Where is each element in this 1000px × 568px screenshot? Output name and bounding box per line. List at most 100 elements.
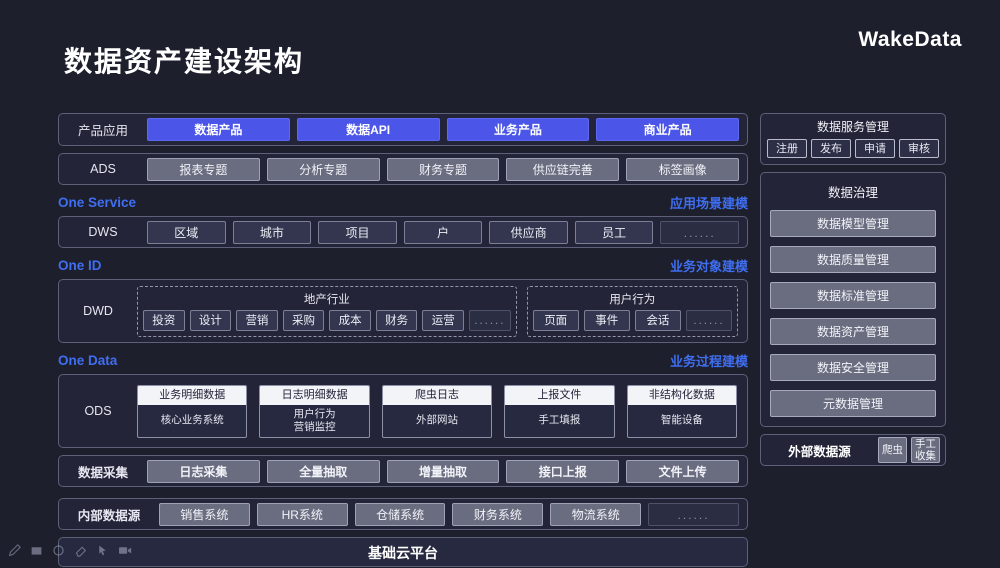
- cell-household[interactable]: 户: [403, 220, 483, 244]
- cell-data-api[interactable]: 数据API: [296, 118, 440, 141]
- pen-icon[interactable]: [8, 544, 21, 557]
- gov-item-data-model-management[interactable]: 数据模型管理: [770, 210, 936, 237]
- row-ods: ODS 业务明细数据 核心业务系统 日志明细数据 用户行为营销监控 爬虫日志 外…: [58, 374, 748, 448]
- row-ads: ADS 报表专题 分析专题 财务专题 供应链完善 标签画像: [58, 153, 748, 185]
- panel-data-service-management: 数据服务管理 注册 发布 申请 审核: [760, 113, 946, 165]
- section-right-label-object-modeling: 业务对象建模: [669, 259, 748, 274]
- cell-marketing[interactable]: 营销: [236, 309, 278, 331]
- row-product-application: 产品应用 数据产品 数据API 业务产品 商业产品: [58, 113, 748, 146]
- row-label-dws: DWS: [88, 225, 118, 239]
- cell-data-product[interactable]: 数据产品: [147, 118, 290, 141]
- section-one-id: One ID 业务对象建模: [58, 255, 748, 276]
- ads-cells: 报表专题 分析专题 财务专题 供应链完善 标签画像: [147, 152, 747, 187]
- row-label-dwd: DWD: [83, 304, 113, 318]
- cell-sales-system[interactable]: 销售系统: [159, 502, 250, 526]
- cell-dws-more[interactable]: ......: [660, 220, 740, 244]
- row-label-ads: ADS: [90, 162, 116, 176]
- dwd-group-user-behavior: 用户行为 页面 事件 会话 ......: [526, 285, 738, 337]
- cell-supply-chain-topic[interactable]: 供应链完善: [506, 157, 620, 181]
- row-dws: DWS 区域 城市 项目 户 供应商 员工 ......: [58, 216, 748, 248]
- section-right-label-scenario-modeling: 应用场景建模: [669, 196, 748, 211]
- brand-logo: WakeData: [858, 28, 962, 51]
- gov-item-data-quality-management[interactable]: 数据质量管理: [770, 246, 936, 273]
- panel-data-governance: 数据治理 数据模型管理 数据质量管理 数据标准管理 数据资产管理 数据安全管理 …: [760, 172, 946, 427]
- cell-hr-system[interactable]: HR系统: [256, 502, 348, 526]
- cell-warehouse-system[interactable]: 仓储系统: [354, 502, 446, 526]
- row-label-internal-data-sources: 内部数据源: [77, 508, 141, 523]
- panel-external-data-sources: 外部数据源 爬虫 手工收集: [760, 434, 946, 466]
- cell-register[interactable]: 注册: [767, 139, 807, 158]
- cell-finance-topic[interactable]: 财务专题: [386, 157, 500, 181]
- cell-log-collection[interactable]: 日志采集: [147, 459, 260, 483]
- ods-cards: 业务明细数据 核心业务系统 日志明细数据 用户行为营销监控 爬虫日志 外部网站 …: [137, 379, 747, 444]
- panel-title-data-governance: 数据治理: [827, 186, 878, 200]
- cell-investment[interactable]: 投资: [143, 309, 185, 331]
- cell-employee[interactable]: 员工: [574, 220, 654, 244]
- ods-card-body-business-detail: 核心业务系统: [160, 414, 224, 426]
- gov-item-metadata-management[interactable]: 元数据管理: [770, 390, 936, 417]
- cell-tag-profile[interactable]: 标签画像: [626, 157, 739, 181]
- ods-card-body-log-detail: 用户行为营销监控: [293, 407, 336, 433]
- cell-finance-system[interactable]: 财务系统: [452, 502, 544, 526]
- cell-operation[interactable]: 运营: [422, 309, 465, 331]
- rectangle-icon[interactable]: [30, 544, 43, 557]
- cell-user-behavior-more[interactable]: ......: [685, 309, 733, 331]
- cell-procurement[interactable]: 采购: [282, 309, 325, 331]
- ods-card-business-detail[interactable]: 业务明细数据 核心业务系统: [137, 384, 248, 438]
- camera-icon[interactable]: [118, 544, 133, 557]
- cell-audit[interactable]: 审核: [899, 139, 939, 158]
- external-data-source-cells: 爬虫 手工收集: [878, 437, 940, 463]
- row-data-collection: 数据采集 日志采集 全量抽取 增量抽取 接口上报 文件上传: [58, 455, 748, 487]
- row-label-ods: ODS: [84, 404, 112, 418]
- product-application-cells: 数据产品 数据API 业务产品 商业产品: [147, 112, 747, 147]
- cell-analysis-topic[interactable]: 分析专题: [266, 157, 380, 181]
- dwd-group-title-user-behavior: 用户行为: [609, 293, 656, 306]
- internal-data-source-cells: 销售系统 HR系统 仓储系统 财务系统 物流系统 ......: [159, 497, 747, 532]
- gov-item-data-security-management[interactable]: 数据安全管理: [770, 354, 936, 381]
- gov-item-data-asset-management[interactable]: 数据资产管理: [770, 318, 936, 345]
- cell-manual-collection[interactable]: 手工收集: [911, 437, 940, 463]
- gov-item-data-standard-management[interactable]: 数据标准管理: [770, 282, 936, 309]
- cell-project[interactable]: 项目: [318, 220, 397, 244]
- cell-city[interactable]: 城市: [232, 220, 312, 244]
- cell-page[interactable]: 页面: [532, 309, 579, 331]
- section-label-one-data: One Data: [58, 353, 118, 368]
- ellipse-icon[interactable]: [52, 544, 65, 557]
- cell-finance[interactable]: 财务: [375, 309, 418, 331]
- cell-design[interactable]: 设计: [189, 309, 232, 331]
- cell-supplier[interactable]: 供应商: [489, 220, 568, 244]
- annotation-toolbar[interactable]: [8, 544, 133, 557]
- dwd-group-cells-real-estate: 投资 设计 营销 采购 成本 财务 运营 ......: [143, 309, 511, 331]
- cell-crawler[interactable]: 爬虫: [878, 437, 907, 463]
- ods-card-head-unstructured-data: 非结构化数据: [627, 385, 737, 405]
- cell-file-upload[interactable]: 文件上传: [626, 459, 739, 483]
- dwd-group-real-estate: 地产行业 投资 设计 营销 采购 成本 财务 运营 ......: [137, 285, 517, 337]
- cell-region[interactable]: 区域: [147, 220, 226, 244]
- cell-interface-reporting[interactable]: 接口上报: [506, 459, 620, 483]
- dwd-groups: 地产行业 投资 设计 营销 采购 成本 财务 运营 ...... 用户行为: [137, 279, 747, 344]
- cell-incremental-extraction[interactable]: 增量抽取: [386, 459, 500, 483]
- cell-cost[interactable]: 成本: [329, 309, 371, 331]
- cell-full-extraction[interactable]: 全量抽取: [266, 459, 380, 483]
- dwd-group-cells-user-behavior: 页面 事件 会话 ......: [532, 309, 733, 331]
- cell-apply[interactable]: 申请: [855, 139, 895, 158]
- cell-real-estate-more[interactable]: ......: [469, 309, 511, 331]
- ods-card-head-crawler-log: 爬虫日志: [382, 385, 492, 405]
- cursor-icon[interactable]: [96, 544, 109, 557]
- cell-event[interactable]: 事件: [583, 309, 630, 331]
- cell-internal-more[interactable]: ......: [648, 502, 739, 526]
- ods-card-crawler-log[interactable]: 爬虫日志 外部网站: [381, 384, 493, 438]
- ods-card-log-detail[interactable]: 日志明细数据 用户行为营销监控: [259, 384, 370, 438]
- ods-card-head-reported-file: 上报文件: [505, 385, 614, 405]
- cell-logistics-system[interactable]: 物流系统: [550, 502, 642, 526]
- cell-business-product[interactable]: 业务产品: [446, 118, 590, 141]
- section-label-one-service: One Service: [58, 195, 137, 210]
- section-right-label-process-modeling: 业务过程建模: [669, 354, 748, 369]
- cell-session[interactable]: 会话: [634, 309, 681, 331]
- cell-publish[interactable]: 发布: [811, 139, 851, 158]
- ods-card-reported-file[interactable]: 上报文件 手工填报: [504, 384, 615, 438]
- cell-report-topic[interactable]: 报表专题: [147, 157, 260, 181]
- cell-commercial-product[interactable]: 商业产品: [596, 118, 739, 141]
- ods-card-unstructured-data[interactable]: 非结构化数据 智能设备: [626, 384, 738, 438]
- eraser-icon[interactable]: [74, 544, 87, 557]
